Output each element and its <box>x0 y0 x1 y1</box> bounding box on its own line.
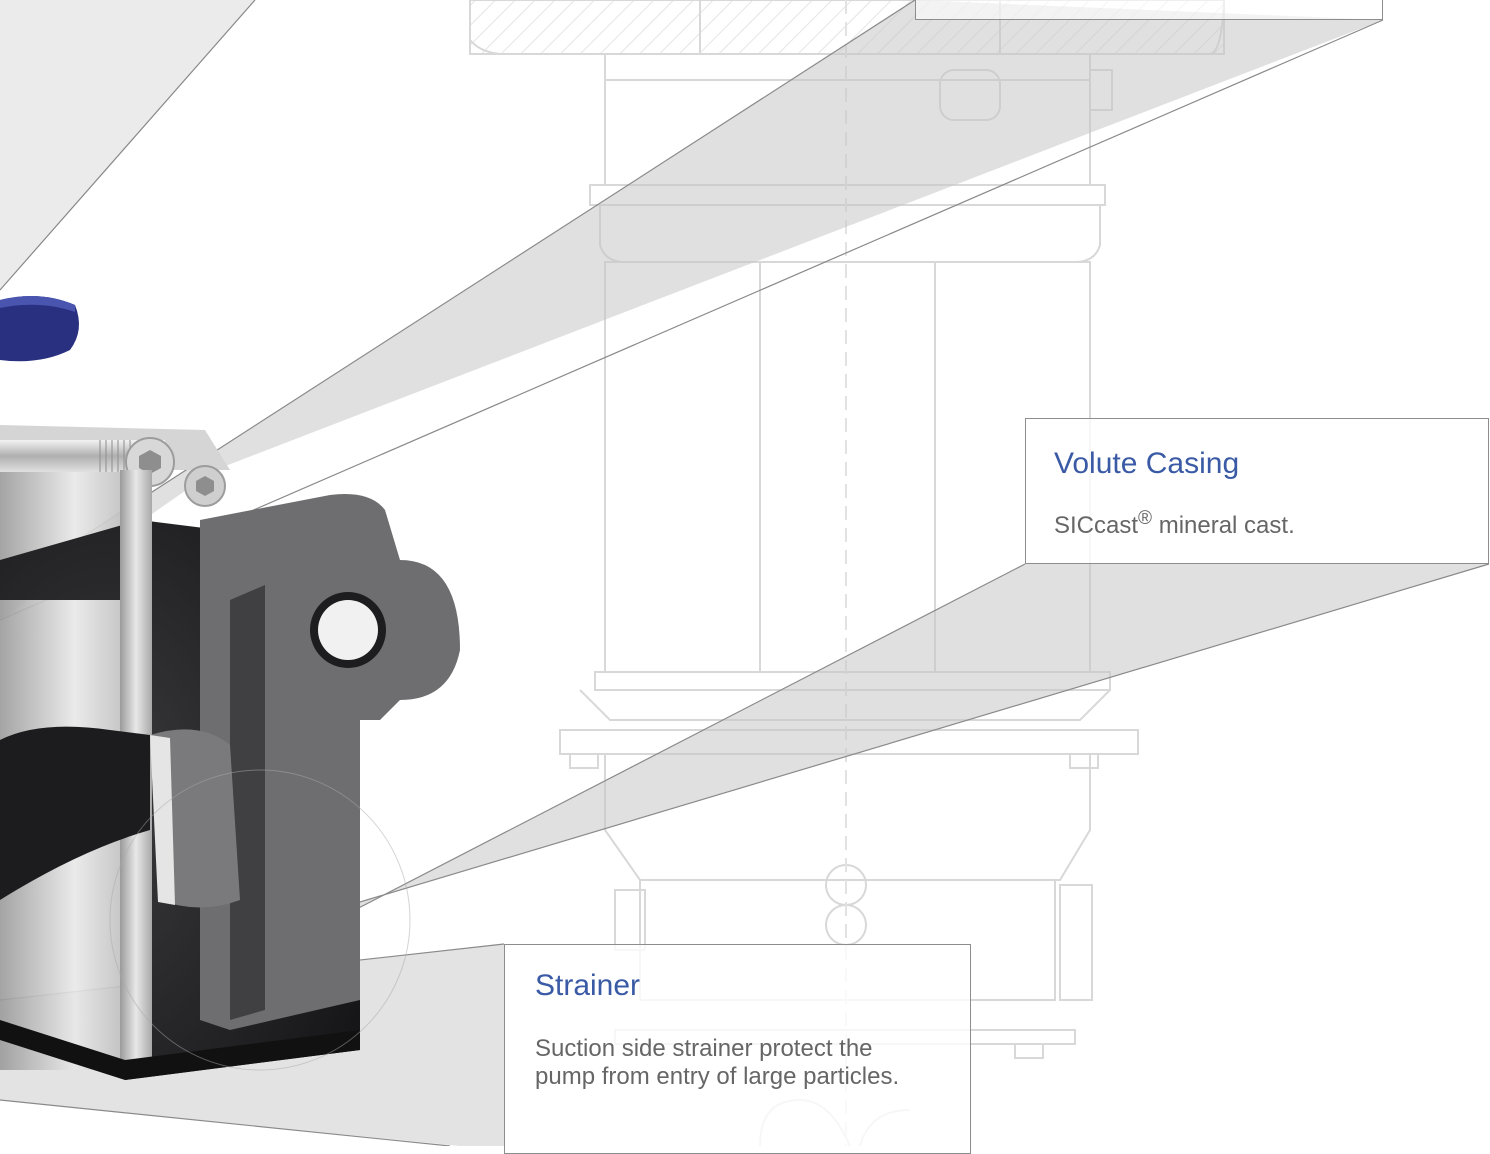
callout-strainer: Strainer Suction side strainer protect t… <box>504 944 971 1154</box>
desc-suffix: mineral cast. <box>1152 512 1295 539</box>
callout-box-top <box>915 0 1383 20</box>
desc-prefix: SICcast <box>1054 512 1139 539</box>
pump-body <box>0 296 460 1080</box>
callout-title: Volute Casing <box>1054 447 1240 480</box>
callout-title: Strainer <box>535 969 641 1002</box>
callout-volute-casing: Volute Casing SICcast® mineral cast. <box>1025 418 1489 564</box>
callout-description: SICcast® mineral cast. <box>1054 505 1295 540</box>
callout-description: Suction side strainer protect the pump f… <box>535 1035 900 1090</box>
registered-mark: ® <box>1138 508 1153 529</box>
